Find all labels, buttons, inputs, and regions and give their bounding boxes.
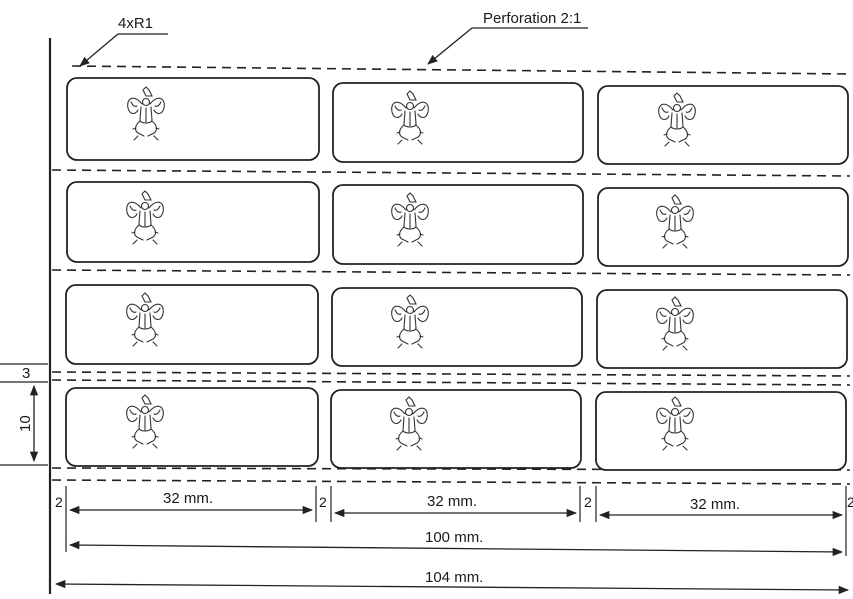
label-cell: [595, 391, 847, 471]
label-cell: [65, 284, 319, 365]
label-cell: [596, 289, 848, 369]
label-cell: [597, 187, 849, 267]
label-cell: [330, 389, 582, 469]
label-cell: [332, 184, 584, 265]
label-width-label: 32 mm.: [163, 490, 213, 507]
label-height-label: 10: [17, 415, 34, 432]
label-cell: [331, 287, 583, 367]
perforation-line: [51, 479, 851, 485]
gap-label: 2: [584, 494, 592, 510]
total-width-label: 104 mm.: [425, 569, 483, 586]
corner-radius-callout: 4xR1: [79, 15, 168, 67]
inner-width-label: 100 mm.: [425, 529, 483, 546]
label-width-label: 32 mm.: [427, 493, 477, 510]
perforation-line: [51, 379, 851, 386]
label-cell: [597, 85, 849, 165]
perforation-line: [71, 65, 851, 75]
label-width-label: 32 mm.: [690, 496, 740, 513]
label-cell: [66, 77, 320, 161]
perforation-line: [51, 371, 851, 377]
perforation-callout: Perforation 2:1: [427, 10, 588, 65]
label-cell: [66, 181, 320, 263]
vertical-dimensions: 3 10: [0, 363, 48, 466]
corner-radius-label: 4xR1: [118, 15, 153, 32]
label-cell: [65, 387, 319, 467]
perforation-label: Perforation 2:1: [483, 10, 581, 27]
gap-label: 2: [319, 494, 327, 510]
gap-label: 2: [55, 494, 63, 510]
horizontal-dimensions: 2 2 2 2 32 mm. 32 mm. 32 mm. 100 mm. 104…: [54, 486, 853, 595]
label-cell: [332, 82, 584, 163]
perforation-line: [51, 169, 851, 177]
perforation-line: [51, 269, 851, 276]
gap-label: 2: [847, 494, 853, 510]
row-gap-label: 3: [22, 365, 30, 382]
